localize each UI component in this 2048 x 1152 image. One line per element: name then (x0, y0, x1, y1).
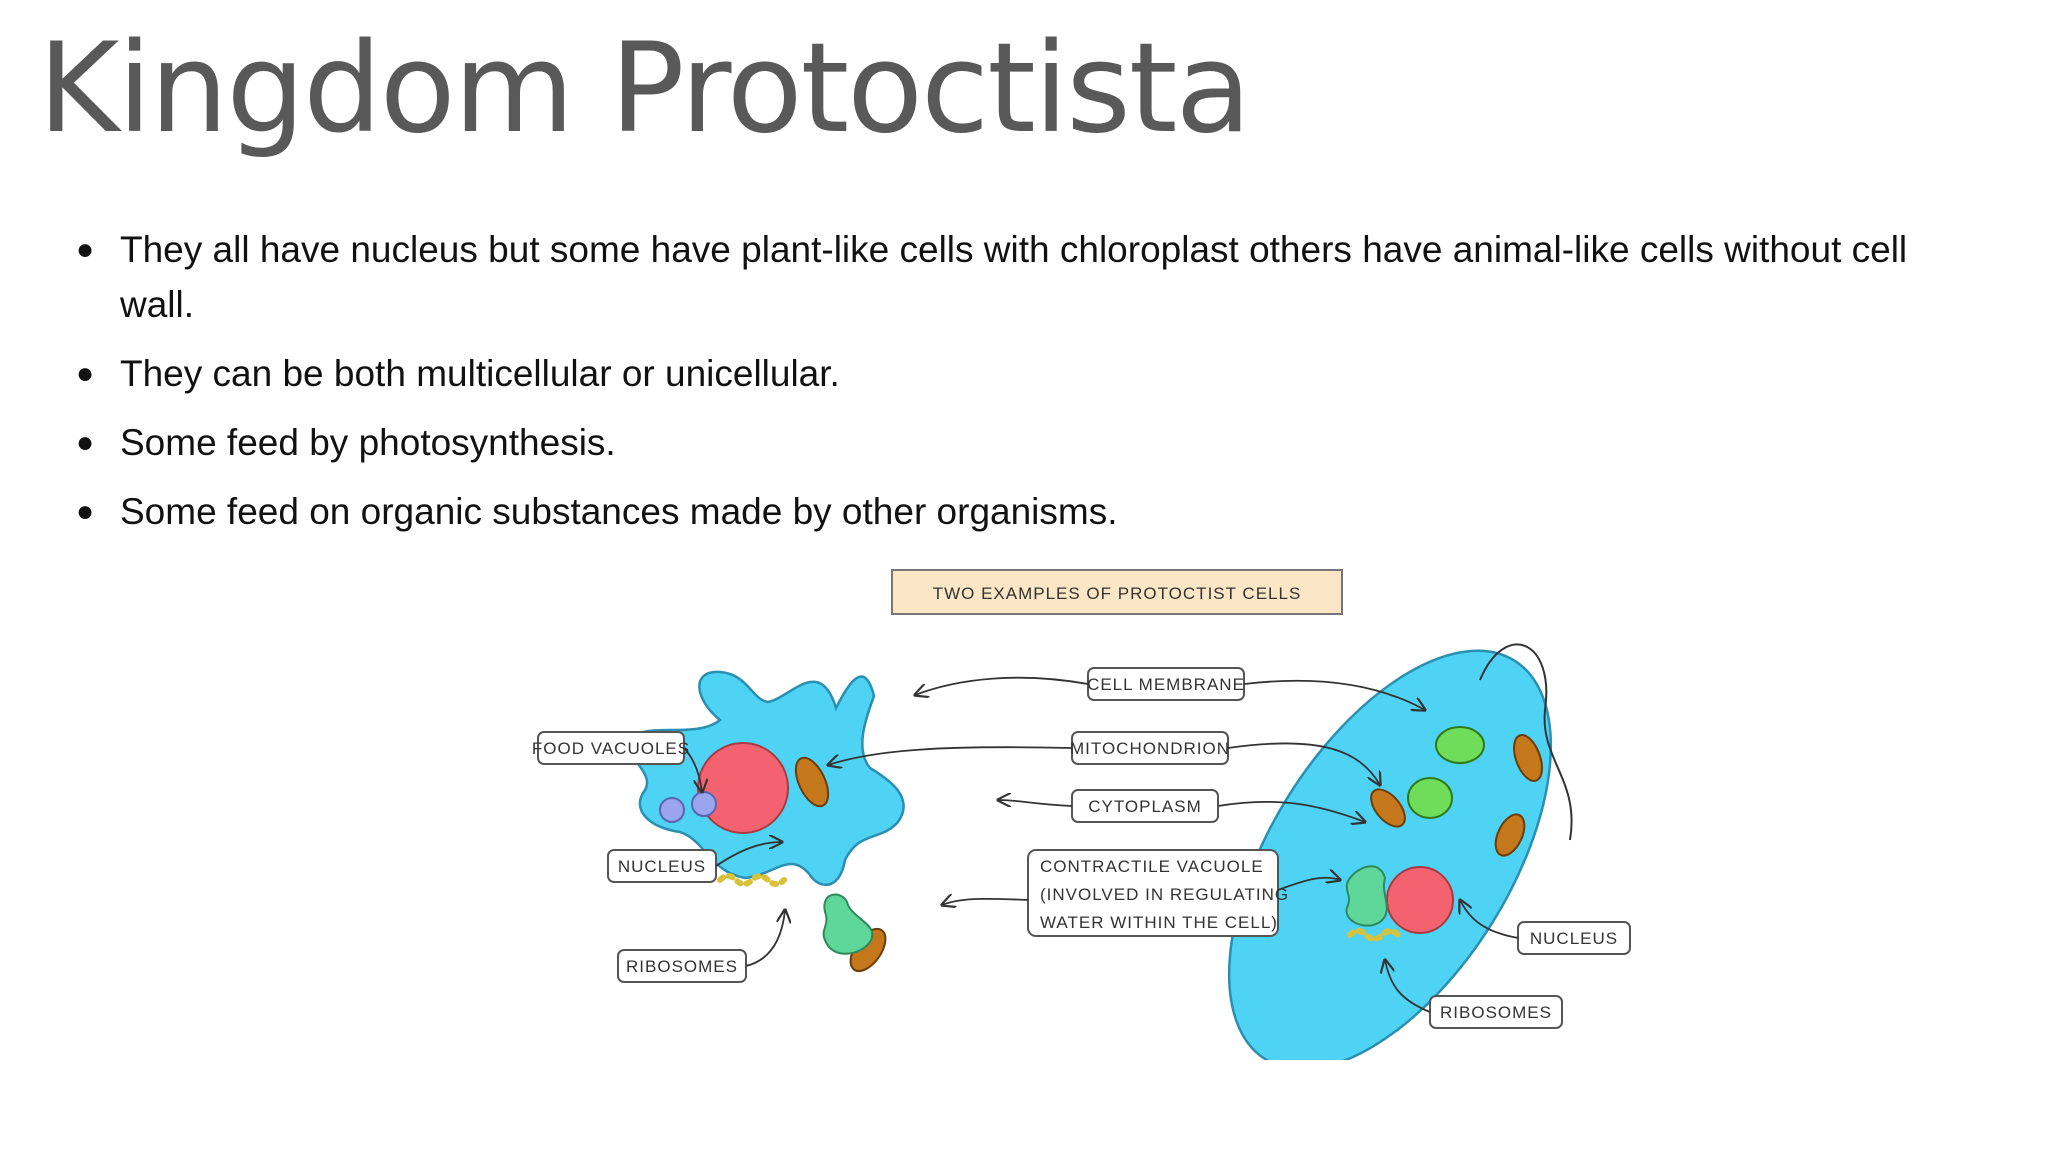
mitochondrion (1513, 734, 1543, 782)
amoeba-cell (628, 670, 905, 973)
svg-text:NUCLEUS: NUCLEUS (618, 857, 706, 876)
euglena-cytoplasm (1227, 649, 1553, 1060)
contractile-vacuole (822, 893, 874, 955)
label-ribosomes-left: RIBOSOMES (617, 910, 785, 983)
bullet-dot: ● (76, 233, 95, 266)
label-cell-membrane: CELL MEMBRANE (915, 667, 1425, 710)
svg-text:FOOD VACUOLES: FOOD VACUOLES (532, 739, 690, 758)
ribosomes (717, 873, 787, 887)
mitochondrion (1494, 813, 1526, 857)
svg-text:CELL MEMBRANE: CELL MEMBRANE (1087, 675, 1245, 694)
svg-text:(INVOLVED IN REGULATING: (INVOLVED IN REGULATING (1040, 885, 1289, 904)
chloroplast (1407, 777, 1453, 819)
svg-text:NUCLEUS: NUCLEUS (1530, 929, 1618, 948)
svg-text:WATER WITHIN THE CELL): WATER WITHIN THE CELL) (1040, 913, 1278, 932)
bullet-item: ● Some feed on organic substances made by… (72, 484, 1972, 539)
bullet-dot: ● (76, 495, 95, 528)
svg-text:CYTOPLASM: CYTOPLASM (1088, 797, 1202, 816)
contractile-vacuole (1345, 865, 1388, 927)
bullet-item: ● Some feed by photosynthesis. (72, 415, 1972, 470)
label-cytoplasm: CYTOPLASM (998, 789, 1365, 822)
svg-text:CONTRACTILE VACUOLE: CONTRACTILE VACUOLE (1040, 857, 1264, 876)
label-contractile-vacuole: CONTRACTILE VACUOLE (INVOLVED IN REGULAT… (942, 849, 1340, 937)
amoeba-nucleus (697, 742, 789, 834)
bullet-text: They can be both multicellular or unicel… (120, 353, 840, 394)
food-vacuole (659, 797, 685, 823)
diagram-heading-text: TWO EXAMPLES OF PROTOCTIST CELLS (933, 584, 1302, 603)
ribosomes (1347, 928, 1401, 942)
svg-text:RIBOSOMES: RIBOSOMES (1440, 1003, 1552, 1022)
diagram-heading: TWO EXAMPLES OF PROTOCTIST CELLS (891, 569, 1343, 615)
flagellum (1479, 643, 1573, 841)
bullet-text: Some feed on organic substances made by … (120, 491, 1118, 532)
food-vacuole (691, 791, 717, 817)
bullet-dot: ● (76, 426, 95, 459)
label-nucleus-left: NUCLEUS (607, 842, 782, 883)
bullet-list: ● They all have nucleus but some have pla… (72, 222, 1972, 553)
bullet-item: ● They all have nucleus but some have pla… (72, 222, 1972, 332)
bullet-text: Some feed by photosynthesis. (120, 422, 616, 463)
label-mitochondrion: MITOCHONDRION (828, 731, 1380, 785)
euglena-nucleus (1386, 866, 1454, 934)
mitochondrion (1370, 788, 1406, 828)
label-nucleus-right: NUCLEUS (1460, 900, 1631, 955)
mitochondrion (794, 756, 830, 808)
svg-text:RIBOSOMES: RIBOSOMES (626, 957, 738, 976)
label-food-vacuoles: FOOD VACUOLES (532, 731, 702, 792)
bullet-text: They all have nucleus but some have plan… (120, 229, 1908, 325)
svg-text:MITOCHONDRION: MITOCHONDRION (1070, 739, 1230, 758)
label-ribosomes-right: RIBOSOMES (1385, 960, 1563, 1029)
bullet-dot: ● (76, 357, 95, 390)
chloroplast (1435, 726, 1485, 764)
protoctist-cells-diagram: TWO EXAMPLES OF PROTOCTIST CELLS CELL ME… (532, 569, 1631, 1060)
bullet-item: ● They can be both multicellular or unice… (72, 346, 1972, 401)
slide-title: Kingdom Protoctista (38, 17, 1252, 161)
euglena-cell (1227, 643, 1573, 1060)
